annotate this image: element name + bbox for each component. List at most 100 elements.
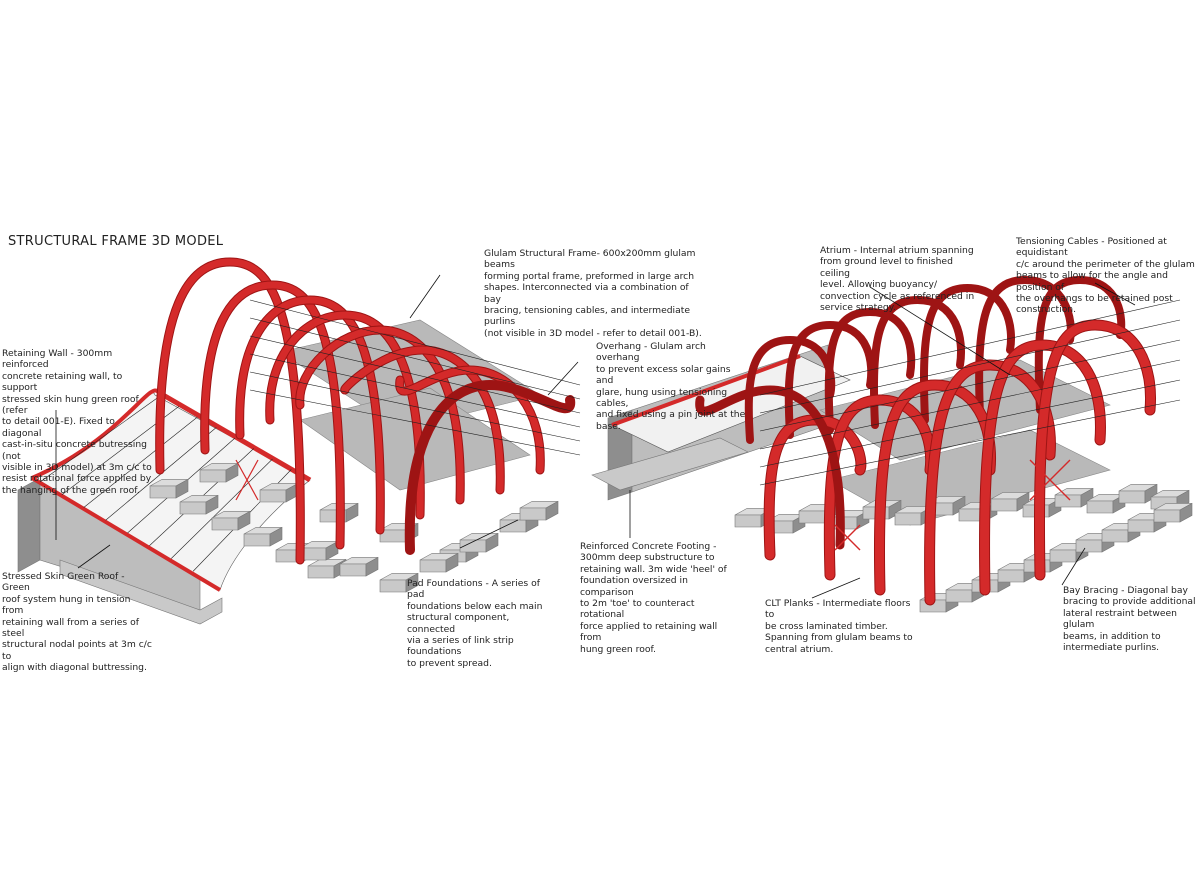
pad-foundation-right-8 <box>990 491 1030 512</box>
pad-foundation-right-front-9 <box>1153 502 1193 523</box>
leader-line-9 <box>1061 547 1086 586</box>
roof-cable-0 <box>39 395 161 483</box>
right-bay-brace-d <box>834 524 861 551</box>
left-overhang-arch <box>405 380 575 554</box>
left-glulam-arch-4 <box>296 326 464 504</box>
roof-cable-2 <box>83 416 198 508</box>
pad-foundation-left-1-front <box>179 501 207 515</box>
left-glulam-arch-3 <box>266 311 424 519</box>
pad-foundation-left-13-side <box>405 572 419 593</box>
pad-foundation-right-5-front <box>894 512 922 526</box>
leader-line-1 <box>547 361 579 396</box>
pad-foundation-right-12-front <box>1118 490 1146 504</box>
pad-foundation-right-10 <box>1054 487 1094 508</box>
pad-foundation-left-6-front <box>199 469 227 483</box>
pad-foundation-left-1 <box>179 494 219 515</box>
pad-foundation-left-7-front <box>259 489 287 503</box>
pad-foundation-left-7 <box>259 482 299 503</box>
pad-foundation-left-17 <box>519 500 559 521</box>
pad-foundation-left-11 <box>299 540 339 561</box>
pad-foundation-left-14-side <box>445 552 459 573</box>
note-stressed-skin: Stressed Skin Green Roof - Green roof sy… <box>2 571 152 674</box>
left-glulam-arch-1 <box>201 281 344 549</box>
right-glulam-arch-back-1 <box>785 321 875 438</box>
pad-foundation-left-14 <box>419 552 459 573</box>
note-retaining-wall: Retaining Wall - 300mm reinforced concre… <box>2 348 152 496</box>
left-glulam-arch-6 <box>396 366 544 474</box>
pad-foundation-left-15-side <box>485 532 499 553</box>
pad-foundation-left-3-side <box>269 526 283 547</box>
leader-line-4 <box>459 519 519 549</box>
pad-foundation-right-12 <box>1118 483 1158 504</box>
note-tensioning-cables: Tensioning Cables - Positioned at equidi… <box>1016 236 1195 316</box>
right-roof-edge <box>611 354 801 427</box>
left-tension-cable-1 <box>249 317 581 400</box>
pad-foundation-right-front-6-front <box>1075 539 1103 553</box>
right-tension-cable-4 <box>759 379 1181 468</box>
right-3d-model <box>591 275 1193 613</box>
green-roof-edge-beam <box>31 388 160 480</box>
pad-foundation-right-front-5-front <box>1049 549 1077 563</box>
pad-foundation-right-0-front <box>734 514 762 528</box>
pad-foundation-right-8-front <box>990 498 1018 512</box>
pad-foundation-left-1-side <box>205 494 219 515</box>
right-glulam-arch-back-5 <box>976 276 1074 418</box>
right-tension-cable-5 <box>759 399 1181 486</box>
pad-foundation-left-6-side <box>225 462 239 483</box>
pad-foundation-left-13 <box>379 572 419 593</box>
pad-foundation-left-17-front <box>519 507 547 521</box>
pad-foundation-left-11-side <box>325 540 339 561</box>
pad-foundation-right-2-front <box>798 510 826 524</box>
pad-foundation-left-17-side <box>545 500 559 521</box>
leader-line-0 <box>409 274 441 319</box>
right-overhang-arch <box>696 386 844 549</box>
pad-foundation-right-front-9-side <box>1179 502 1193 523</box>
pad-foundation-right-front-7-front <box>1101 529 1129 543</box>
note-concrete-footing: Reinforced Concrete Footing - 300mm deep… <box>580 541 727 655</box>
pad-foundation-left-12-front <box>339 563 367 577</box>
pad-foundation-left-15 <box>459 532 499 553</box>
pad-foundation-left-8-side <box>345 502 359 523</box>
pad-foundation-left-3 <box>243 526 283 547</box>
footing-heel <box>59 559 223 625</box>
right-tension-cable-1 <box>759 319 1181 414</box>
leader-line-6 <box>869 286 1011 376</box>
pad-foundation-left-16-front <box>499 519 527 533</box>
right-glulam-arch-back-2 <box>825 308 915 433</box>
page-title: STRUCTURAL FRAME 3D MODEL <box>8 234 224 249</box>
pad-foundation-right-front-9-front <box>1153 509 1181 523</box>
left-3d-model <box>17 257 581 625</box>
pad-foundation-left-12 <box>339 556 379 577</box>
right-glulam-arch-front-1 <box>824 395 936 580</box>
right-tension-cable-3 <box>759 359 1181 450</box>
pad-foundation-left-5-front <box>307 565 335 579</box>
right-glulam-arch-front-4 <box>980 340 1105 595</box>
note-glulam-frame: Glulam Structural Frame- 600x200mm glula… <box>484 248 702 339</box>
pad-foundation-left-0 <box>149 478 189 499</box>
left-glulam-arch-5 <box>341 346 504 494</box>
right-tension-cable-2 <box>759 339 1181 432</box>
left-bay-brace-b <box>235 459 259 501</box>
pad-foundation-right-11-front <box>1086 500 1114 514</box>
left-glulam-arch-2 <box>236 296 384 534</box>
pad-foundation-right-10-front <box>1054 494 1082 508</box>
pad-foundation-left-13-front <box>379 579 407 593</box>
right-glulam-arch-back-4 <box>920 284 1015 423</box>
leader-line-3 <box>77 544 111 569</box>
leader-lines <box>55 274 1136 599</box>
leader-line-7 <box>1094 282 1136 306</box>
right-glulam-arch-back-3 <box>870 296 965 428</box>
green-roof-lower-beam <box>30 476 222 592</box>
roof-cable-6 <box>171 458 273 559</box>
pad-foundation-right-front-3 <box>997 562 1037 583</box>
right-bay-brace-b <box>1029 459 1071 501</box>
pad-foundation-left-3-front <box>243 533 271 547</box>
pad-foundation-left-12-side <box>365 556 379 577</box>
right-footing-toe <box>591 437 749 491</box>
pad-foundation-right-front-3-front <box>997 569 1025 583</box>
note-clt-planks: CLT Planks - Intermediate floors to be c… <box>765 598 913 655</box>
pad-foundation-left-14-front <box>419 559 447 573</box>
pad-foundation-left-0-side <box>175 478 189 499</box>
right-glulam-arch-front-5 <box>1035 320 1156 580</box>
